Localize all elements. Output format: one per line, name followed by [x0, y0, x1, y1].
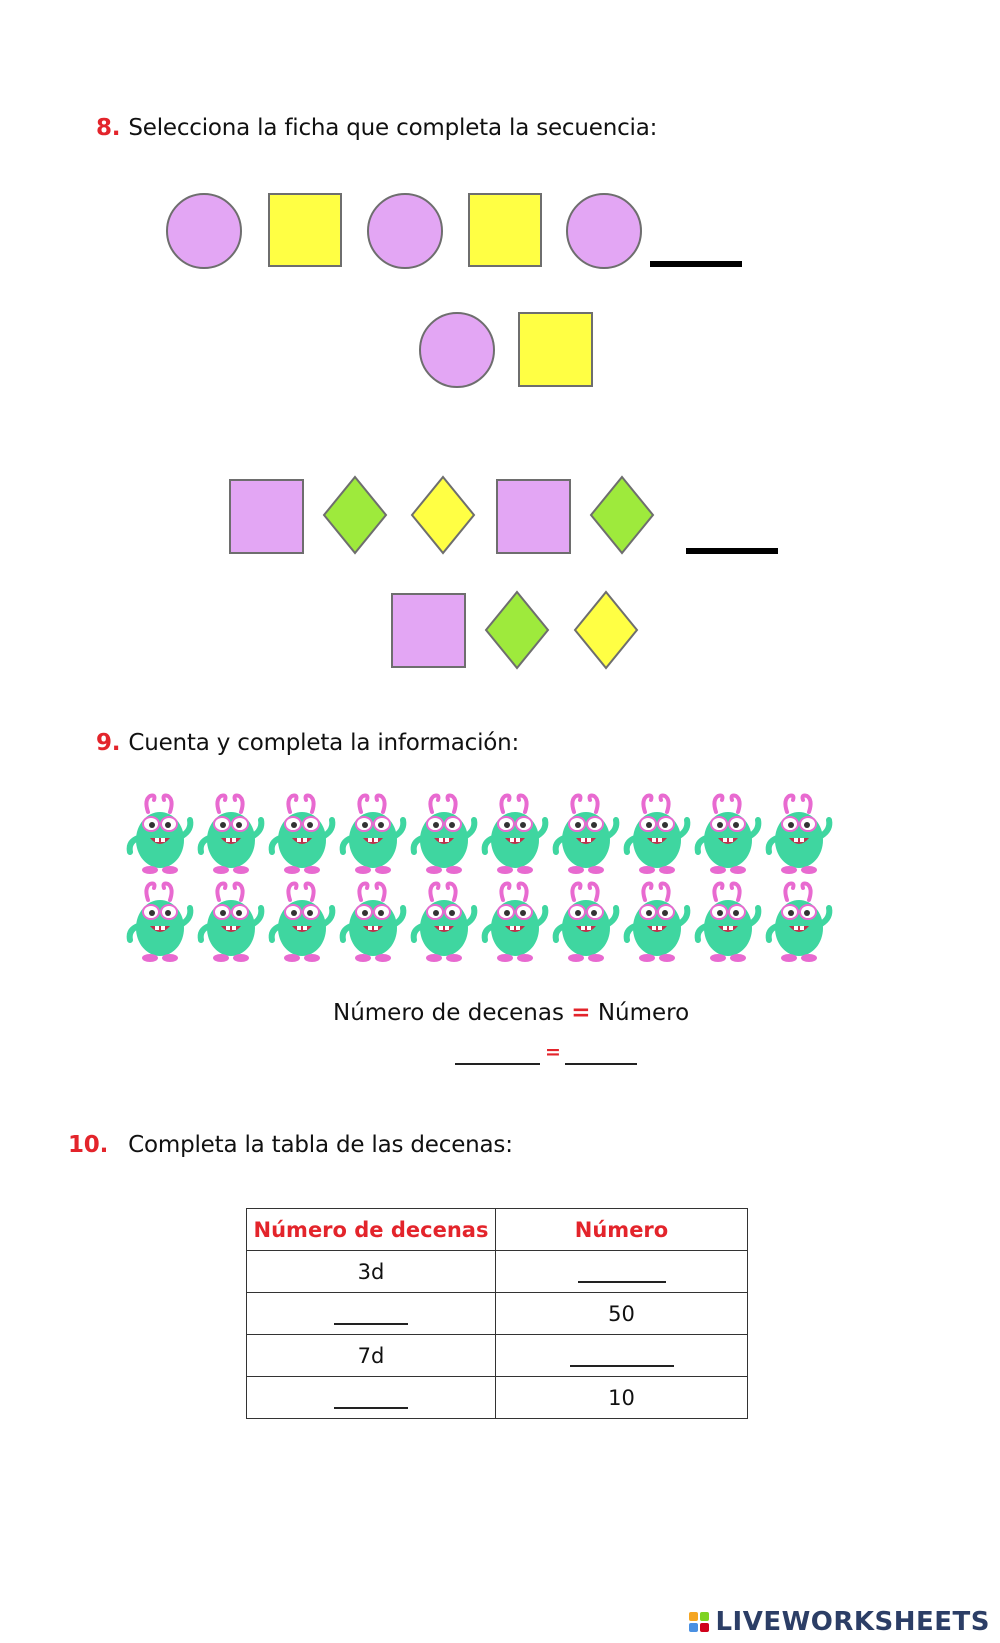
answer-cell[interactable] — [495, 1250, 748, 1293]
green-diamond — [322, 475, 388, 555]
equals-sign: = — [571, 1000, 591, 1026]
equation-label: Número de decenas = Número — [333, 1000, 689, 1026]
monster-icon — [552, 793, 620, 874]
column-header: Número de decenas — [246, 1208, 496, 1251]
column-header: Número — [495, 1208, 748, 1251]
tens-label: Número de decenas — [333, 1000, 564, 1026]
number-label: Número — [597, 1000, 690, 1026]
answer-drop-zone[interactable] — [650, 261, 742, 267]
monster-icon — [765, 881, 833, 962]
monster-icon — [623, 793, 691, 874]
answer-drop-zone[interactable] — [686, 548, 778, 554]
monster-illustrations — [126, 793, 833, 962]
monster-icon — [552, 881, 620, 962]
table-cell: 3d — [246, 1250, 496, 1293]
purple-circle — [566, 193, 642, 269]
answer-cell[interactable] — [246, 1292, 496, 1335]
question-10-title: 10. Completa la tabla de las decenas: — [68, 1132, 513, 1158]
purple-circle — [166, 193, 242, 269]
monster-icon — [481, 793, 549, 874]
answer-cell[interactable] — [495, 1334, 748, 1377]
yellow-square-option[interactable] — [518, 312, 593, 387]
monster-icon — [765, 793, 833, 874]
table-cell: 10 — [495, 1376, 748, 1419]
answer-field[interactable] — [569, 1364, 674, 1367]
tens-answer-field[interactable] — [455, 1063, 540, 1065]
monster-icon — [126, 793, 194, 874]
question-number: 8. — [96, 115, 121, 141]
logo-icon — [689, 1612, 710, 1632]
question-number: 9. — [96, 730, 121, 756]
green-diamond-option[interactable] — [484, 590, 550, 670]
yellow-square — [468, 193, 542, 267]
purple-square — [229, 479, 304, 554]
answer-field[interactable] — [334, 1406, 408, 1409]
monster-icon — [197, 881, 265, 962]
monster-icon — [268, 881, 336, 962]
monster-icon — [339, 881, 407, 962]
question-9-title: 9. Cuenta y completa la información: — [96, 730, 519, 756]
yellow-diamond-option[interactable] — [573, 590, 639, 670]
monster-icon — [694, 793, 762, 874]
table-row: 7d — [246, 1334, 748, 1377]
table-row: 50 — [246, 1292, 748, 1335]
monster-icon — [410, 793, 478, 874]
number-answer-field[interactable] — [565, 1063, 637, 1065]
table-cell: 50 — [495, 1292, 748, 1335]
purple-circle-option[interactable] — [419, 312, 495, 388]
monster-icon — [694, 881, 762, 962]
purple-circle — [367, 193, 443, 269]
table-row: 10 — [246, 1376, 748, 1419]
question-number: 10. — [68, 1132, 109, 1158]
answer-equals-sign: = — [545, 1041, 561, 1063]
monster-icon — [197, 793, 265, 874]
question-8-title: 8. Selecciona la ficha que completa la se… — [96, 115, 657, 141]
answer-field[interactable] — [577, 1280, 666, 1283]
question-text: Completa la tabla de las decenas: — [128, 1132, 513, 1158]
table-header-row: Número de decenas Número — [246, 1208, 748, 1251]
monster-icon — [410, 881, 478, 962]
tens-table: Número de decenas Número 3d 50 7d 10 — [246, 1208, 748, 1419]
answer-cell[interactable] — [246, 1376, 496, 1419]
monster-icon — [126, 881, 194, 962]
monster-icon — [623, 881, 691, 962]
green-diamond — [589, 475, 655, 555]
monster-icon — [481, 881, 549, 962]
purple-square-option[interactable] — [391, 593, 466, 668]
table-cell: 7d — [246, 1334, 496, 1377]
answer-field[interactable] — [334, 1322, 408, 1325]
yellow-diamond — [410, 475, 476, 555]
table-row: 3d — [246, 1250, 748, 1293]
logo-text: LIVEWORKSHEETS — [715, 1607, 990, 1637]
purple-square — [496, 479, 571, 554]
question-text: Selecciona la ficha que completa la secu… — [128, 115, 658, 141]
question-text: Cuenta y completa la información: — [128, 730, 520, 756]
yellow-square — [268, 193, 342, 267]
monster-icon — [268, 793, 336, 874]
monster-icon — [339, 793, 407, 874]
liveworksheets-logo: LIVEWORKSHEETS — [689, 1607, 990, 1637]
